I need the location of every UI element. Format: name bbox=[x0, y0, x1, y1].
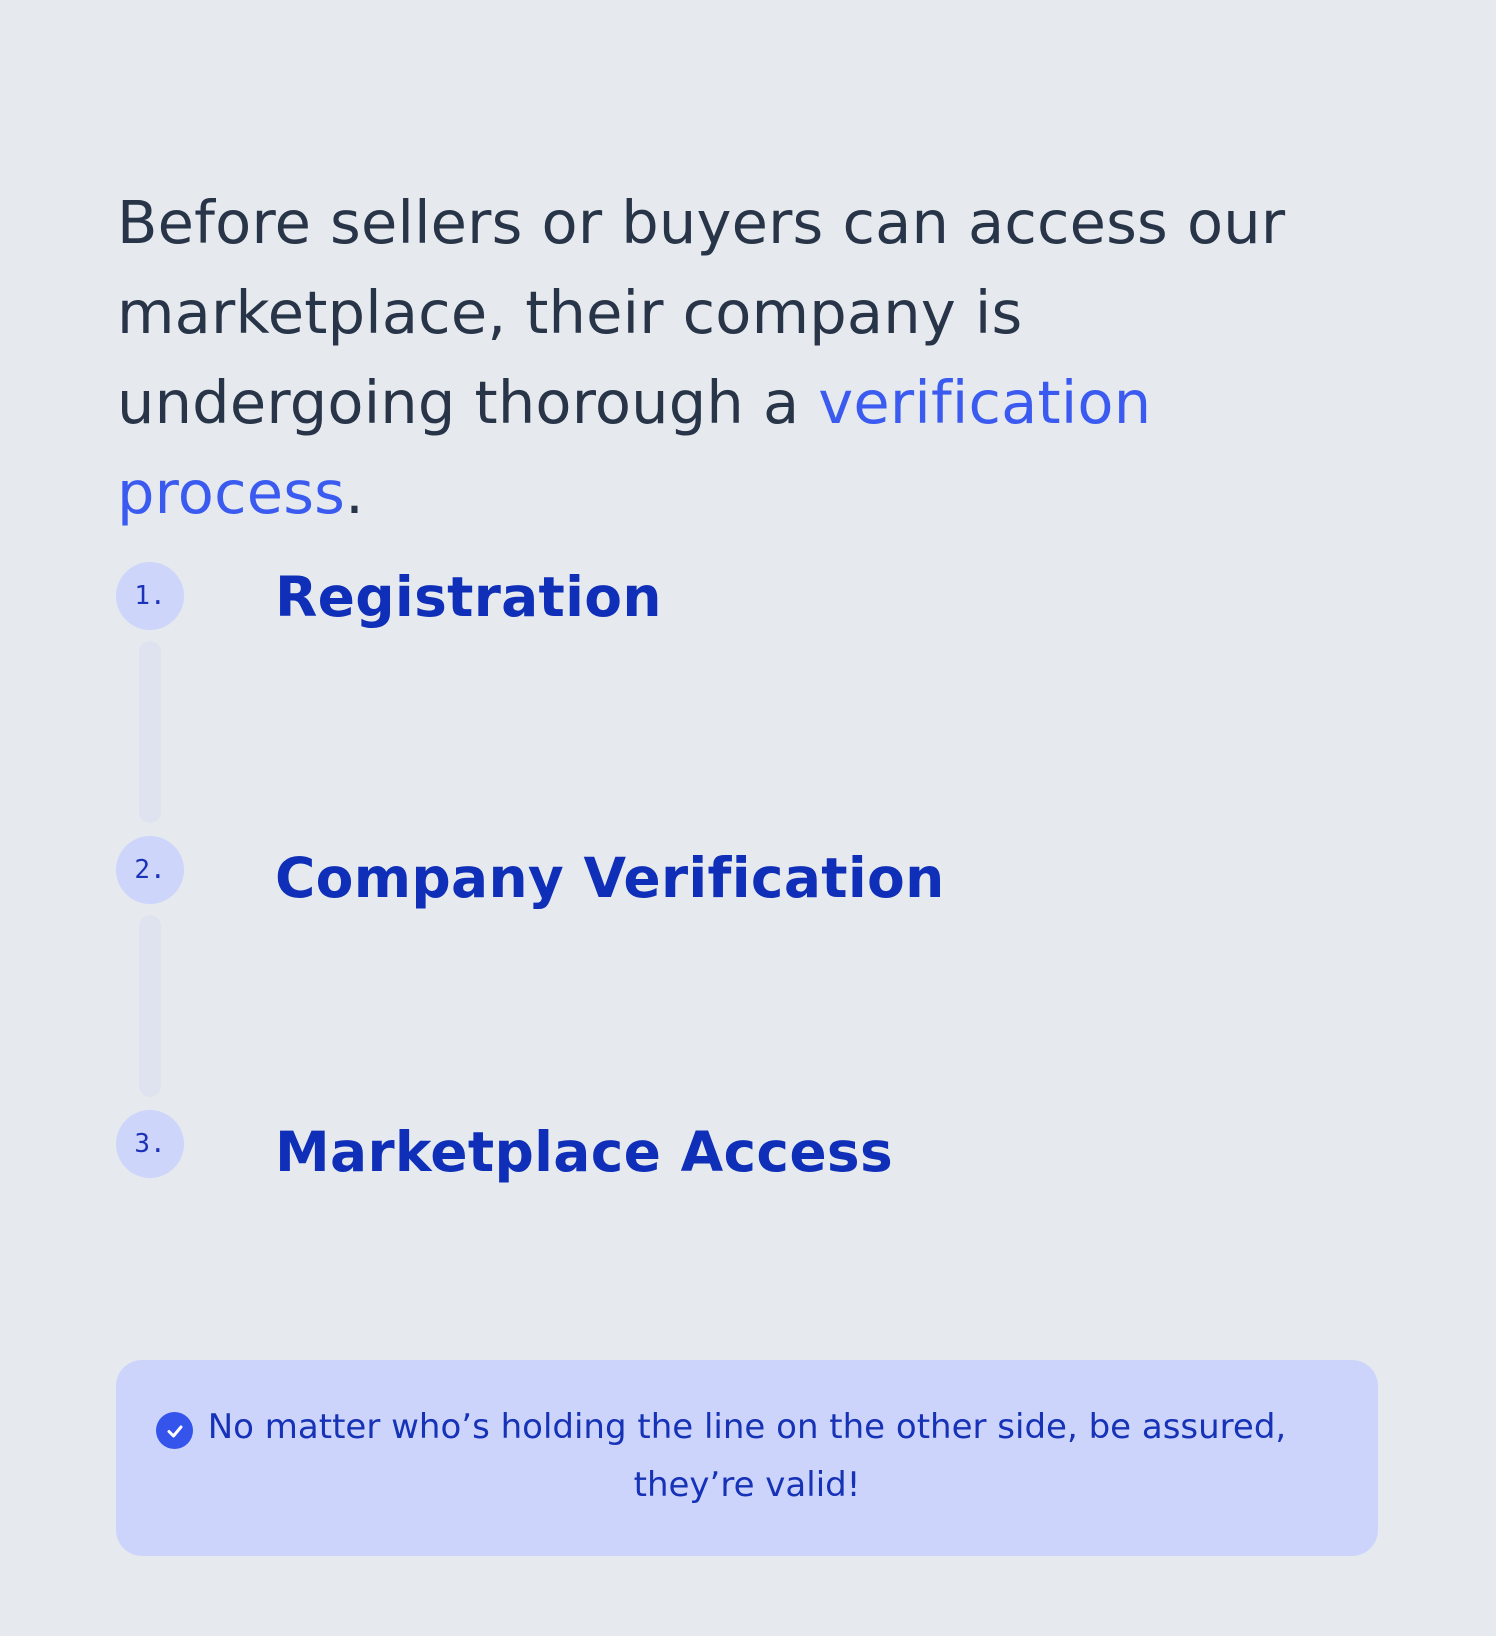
assurance-notice bbox=[116, 1360, 1378, 1556]
step-connector bbox=[139, 641, 161, 823]
step-number-badge: 2. bbox=[116, 836, 184, 904]
verification-process-link[interactable]: verification process bbox=[117, 368, 1152, 527]
notice-text: No matter who’s holding the line on the … bbox=[207, 1407, 1287, 1505]
check-circle-icon bbox=[156, 1412, 193, 1449]
step-number-badge: 3. bbox=[116, 1110, 184, 1178]
step-title-company-verification: Company Verification bbox=[275, 846, 945, 910]
intro-paragraph: Before sellers or buyers can access our … bbox=[117, 178, 1377, 538]
step-title-marketplace-access: Marketplace Access bbox=[275, 1120, 893, 1184]
step-title-registration: Registration bbox=[275, 565, 662, 629]
step-connector bbox=[139, 915, 161, 1097]
intro-text: Before sellers or buyers can access our … bbox=[117, 188, 1286, 437]
step-number-badge: 1. bbox=[116, 562, 184, 630]
intro-text-end: . bbox=[345, 458, 365, 527]
